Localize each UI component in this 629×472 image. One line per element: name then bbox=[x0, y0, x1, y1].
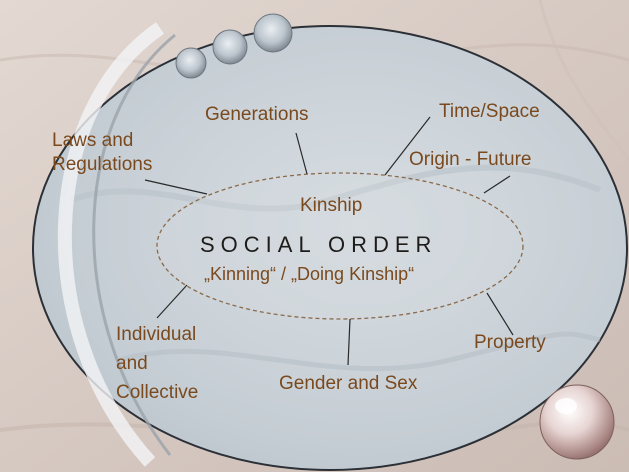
node-individual-line-3: Collective bbox=[116, 382, 199, 403]
ellipse-texture-1 bbox=[69, 164, 602, 212]
inner-dashed-ellipse bbox=[156, 172, 524, 320]
node-laws-line-1: Laws and bbox=[52, 130, 134, 151]
node-property: Property bbox=[474, 332, 546, 353]
center-subtitle: „Kinning“ / „Doing Kinship“ bbox=[204, 264, 415, 284]
pearl-1 bbox=[175, 47, 207, 79]
connector-individual bbox=[156, 284, 188, 319]
pearl-3 bbox=[253, 13, 293, 53]
node-individual-and-collective: Individual and Collective bbox=[116, 320, 198, 407]
marble-vein-3 bbox=[538, 0, 629, 161]
node-time-space: Time/Space bbox=[439, 101, 540, 122]
decor-arc-inner bbox=[92, 33, 176, 456]
pearl-large-highlight bbox=[555, 398, 577, 414]
node-origin-future: Origin - Future bbox=[409, 149, 532, 170]
node-laws-and-regulations: Laws and Regulations bbox=[52, 129, 152, 177]
connector-time-space bbox=[384, 116, 431, 176]
connector-gender bbox=[347, 318, 351, 366]
node-individual-line-2: and bbox=[116, 353, 148, 374]
node-generations: Generations bbox=[205, 104, 309, 125]
pearl-large bbox=[539, 384, 615, 460]
outer-ellipse bbox=[32, 25, 628, 471]
node-laws-line-2: Regulations bbox=[52, 154, 153, 175]
node-gender-and-sex: Gender and Sex bbox=[279, 373, 418, 394]
connector-generations bbox=[295, 132, 308, 175]
connector-laws bbox=[144, 179, 208, 195]
connector-property bbox=[486, 292, 514, 336]
center-title: SOCIAL ORDER bbox=[200, 232, 438, 257]
pearl-2 bbox=[212, 29, 248, 65]
decor-arc-outer bbox=[58, 22, 164, 467]
node-individual-line-1: Individual bbox=[116, 324, 197, 345]
center-kinship-label: Kinship bbox=[300, 195, 363, 216]
ellipse-texture-2 bbox=[119, 331, 601, 372]
connector-origin bbox=[483, 175, 511, 194]
